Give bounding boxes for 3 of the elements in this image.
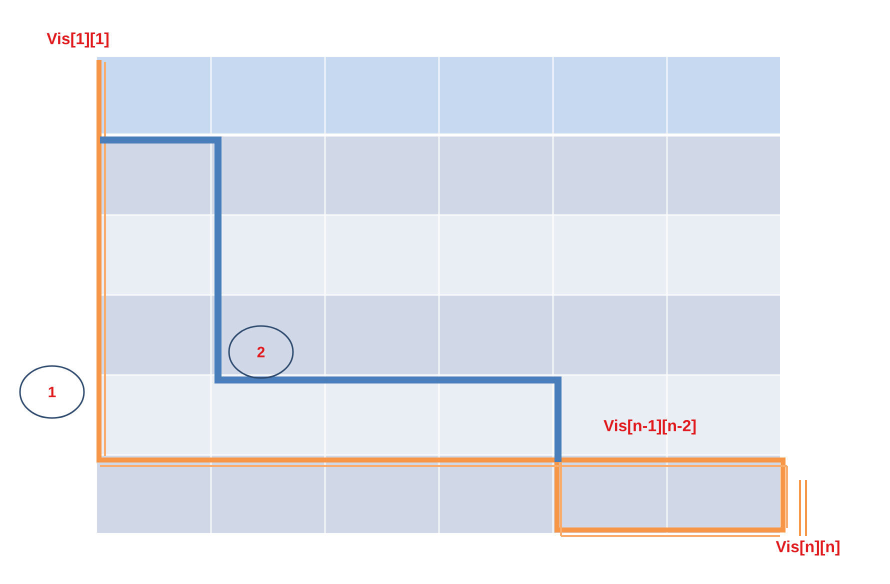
cell-label: Vis[1][1]	[46, 32, 109, 48]
cell-label: Vis[n][n]	[776, 540, 840, 556]
cell-label: Vis[n-1][n-2]	[604, 420, 696, 434]
